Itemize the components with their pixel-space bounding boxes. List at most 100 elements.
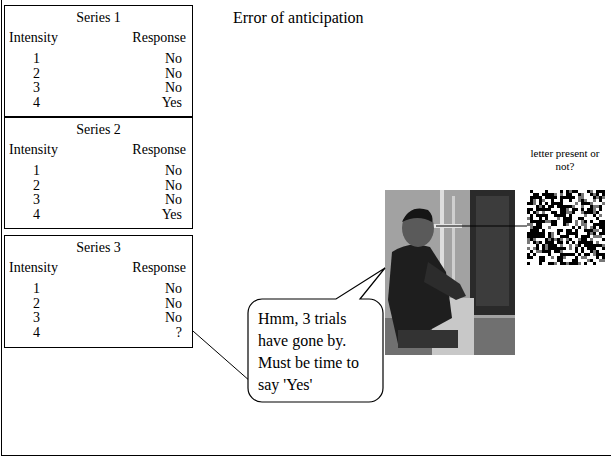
noise-pixel	[560, 232, 563, 235]
noise-pixel	[542, 253, 545, 256]
noise-pixel	[572, 232, 575, 235]
noise-pixel	[587, 220, 590, 223]
noise-pixel	[554, 235, 557, 238]
noise-pixel	[539, 220, 542, 223]
noise-pixel	[569, 256, 572, 259]
noise-pixel	[548, 238, 551, 241]
noise-pixel	[563, 202, 566, 205]
noise-pixel	[536, 235, 539, 238]
noise-pixel	[602, 244, 605, 247]
noise-pixel	[599, 250, 602, 253]
noise-pixel	[602, 214, 605, 217]
noise-pixel	[530, 232, 533, 235]
noise-pixel	[527, 232, 530, 235]
noise-pixel	[566, 208, 569, 211]
table-cell: No	[165, 66, 182, 82]
noise-pixel	[530, 208, 533, 211]
noise-pixel	[572, 259, 575, 262]
photo-door-panel	[476, 196, 509, 306]
noise-pixel	[554, 238, 557, 241]
noise-pixel	[563, 217, 566, 220]
noise-pixel	[533, 193, 536, 196]
noise-pixel	[539, 262, 542, 265]
noise-pixel	[536, 223, 539, 226]
noise-pixel	[551, 214, 554, 217]
noise-pixel	[566, 199, 569, 202]
noise-pixel	[539, 259, 542, 262]
noise-pixel	[545, 211, 548, 214]
noise-pixel	[578, 235, 581, 238]
noise-pixel	[548, 214, 551, 217]
noise-pixel	[602, 250, 605, 253]
noise-pixel	[530, 238, 533, 241]
noise-pixel	[575, 256, 578, 259]
noise-pixel	[569, 238, 572, 241]
noise-pixel	[536, 241, 539, 244]
series-title: Series 1	[5, 10, 192, 26]
noise-pixel	[560, 211, 563, 214]
noise-pixel	[578, 244, 581, 247]
noise-pixel	[548, 190, 551, 193]
noise-pixel	[551, 229, 554, 232]
noise-pixel	[560, 241, 563, 244]
noise-pixel	[578, 247, 581, 250]
noise-pixel	[554, 202, 557, 205]
noise-pixel	[551, 208, 554, 211]
noise-pixel	[575, 232, 578, 235]
noise-pixel	[602, 256, 605, 259]
noise-pixel	[602, 217, 605, 220]
noise-pixel	[536, 202, 539, 205]
noise-pixel	[599, 214, 602, 217]
noise-pixel	[530, 253, 533, 256]
noise-pixel	[593, 220, 596, 223]
noise-pixel	[551, 253, 554, 256]
noise-pixel	[557, 229, 560, 232]
noise-pixel	[557, 208, 560, 211]
noise-pixel	[581, 229, 584, 232]
noise-pixel	[560, 229, 563, 232]
noise-pixel	[533, 208, 536, 211]
noise-pixel	[602, 208, 605, 211]
noise-pixel	[563, 229, 566, 232]
noise-pixel	[596, 214, 599, 217]
noise-pixel	[557, 193, 560, 196]
noise-pixel	[527, 253, 530, 256]
noise-pixel	[575, 259, 578, 262]
noise-pixel	[569, 214, 572, 217]
noise-pixel	[596, 190, 599, 193]
noise-pixel	[572, 262, 575, 265]
noise-pixel	[578, 253, 581, 256]
noise-pixel	[569, 208, 572, 211]
noise-pixel	[581, 238, 584, 241]
noise-pixel	[596, 208, 599, 211]
noise-pixel	[560, 253, 563, 256]
noise-pixel	[539, 241, 542, 244]
noise-pixel	[563, 238, 566, 241]
noise-pixel	[554, 217, 557, 220]
table-cell: No	[165, 178, 182, 194]
noise-pixel	[569, 262, 572, 265]
noise-pixel	[527, 196, 530, 199]
noise-pixel	[539, 226, 542, 229]
noise-pixel	[557, 202, 560, 205]
noise-pixel	[539, 235, 542, 238]
noise-pixel	[587, 223, 590, 226]
noise-pixel	[575, 226, 578, 229]
noise-pixel	[590, 247, 593, 250]
noise-pixel	[599, 217, 602, 220]
noise-pixel	[551, 241, 554, 244]
noise-pixel	[575, 190, 578, 193]
noise-pixel	[572, 196, 575, 199]
noise-pixel	[587, 232, 590, 235]
noise-pixel	[539, 232, 542, 235]
table-cell: No	[165, 163, 182, 179]
noise-pixel	[554, 223, 557, 226]
noise-pixel	[530, 217, 533, 220]
noise-pixel	[569, 244, 572, 247]
series-table: Series 2IntensityResponse1No2No3No4Yes	[4, 117, 193, 229]
noise-pixel	[533, 190, 536, 193]
noise-pixel	[590, 241, 593, 244]
noise-pixel	[587, 205, 590, 208]
noise-pixel	[554, 199, 557, 202]
frame-line	[1, 455, 611, 456]
